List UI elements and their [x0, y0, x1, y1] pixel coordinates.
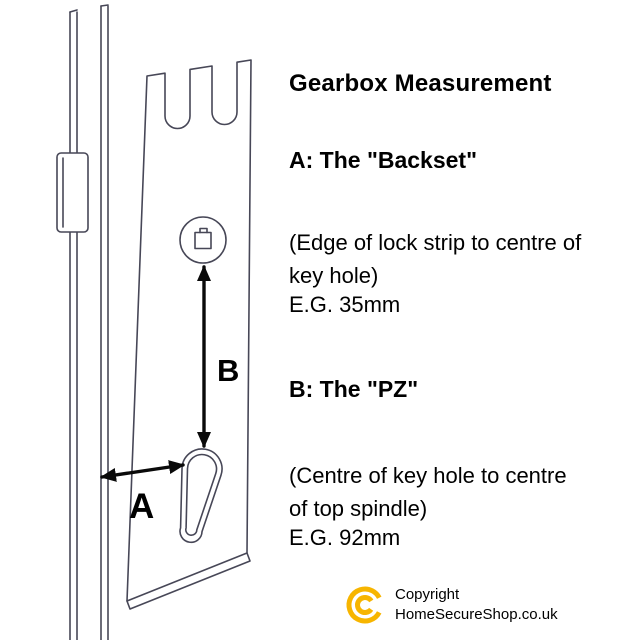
homesecure-logo	[346, 586, 384, 624]
website-text: HomeSecureShop.co.uk	[395, 606, 558, 623]
spindle-hole	[179, 216, 227, 264]
lock-drawing	[56, 4, 252, 640]
backset-heading: A: The "Backset"	[289, 147, 477, 173]
copyright-text: Copyright	[395, 586, 460, 603]
label-b: B	[217, 353, 239, 388]
backset-description: (Edge of lock strip to centre of key hol…	[289, 230, 582, 288]
backset-example: E.G. 35mm	[289, 292, 401, 317]
keyhole	[179, 448, 223, 544]
arrow-a	[100, 460, 185, 482]
spindle-square	[194, 231, 212, 250]
pz-example: E.G. 92mm	[289, 525, 401, 550]
pz-heading: B: The "PZ"	[289, 376, 419, 402]
measure-arrows	[100, 265, 211, 482]
latch-block	[56, 152, 89, 233]
logo-inner-ring	[355, 595, 375, 615]
lock-strip-lines	[69, 4, 109, 640]
pz-description: (Centre of key hole to centre of top spi…	[289, 463, 567, 521]
label-a: A	[129, 487, 154, 526]
page-title: Gearbox Measurement	[289, 70, 552, 97]
logo-outer-ring	[346, 586, 384, 624]
copyright-block: Copyright HomeSecureShop.co.uk	[395, 585, 558, 625]
faceplate-bottom-edge	[126, 552, 251, 610]
footer: Copyright HomeSecureShop.co.uk	[344, 584, 558, 626]
